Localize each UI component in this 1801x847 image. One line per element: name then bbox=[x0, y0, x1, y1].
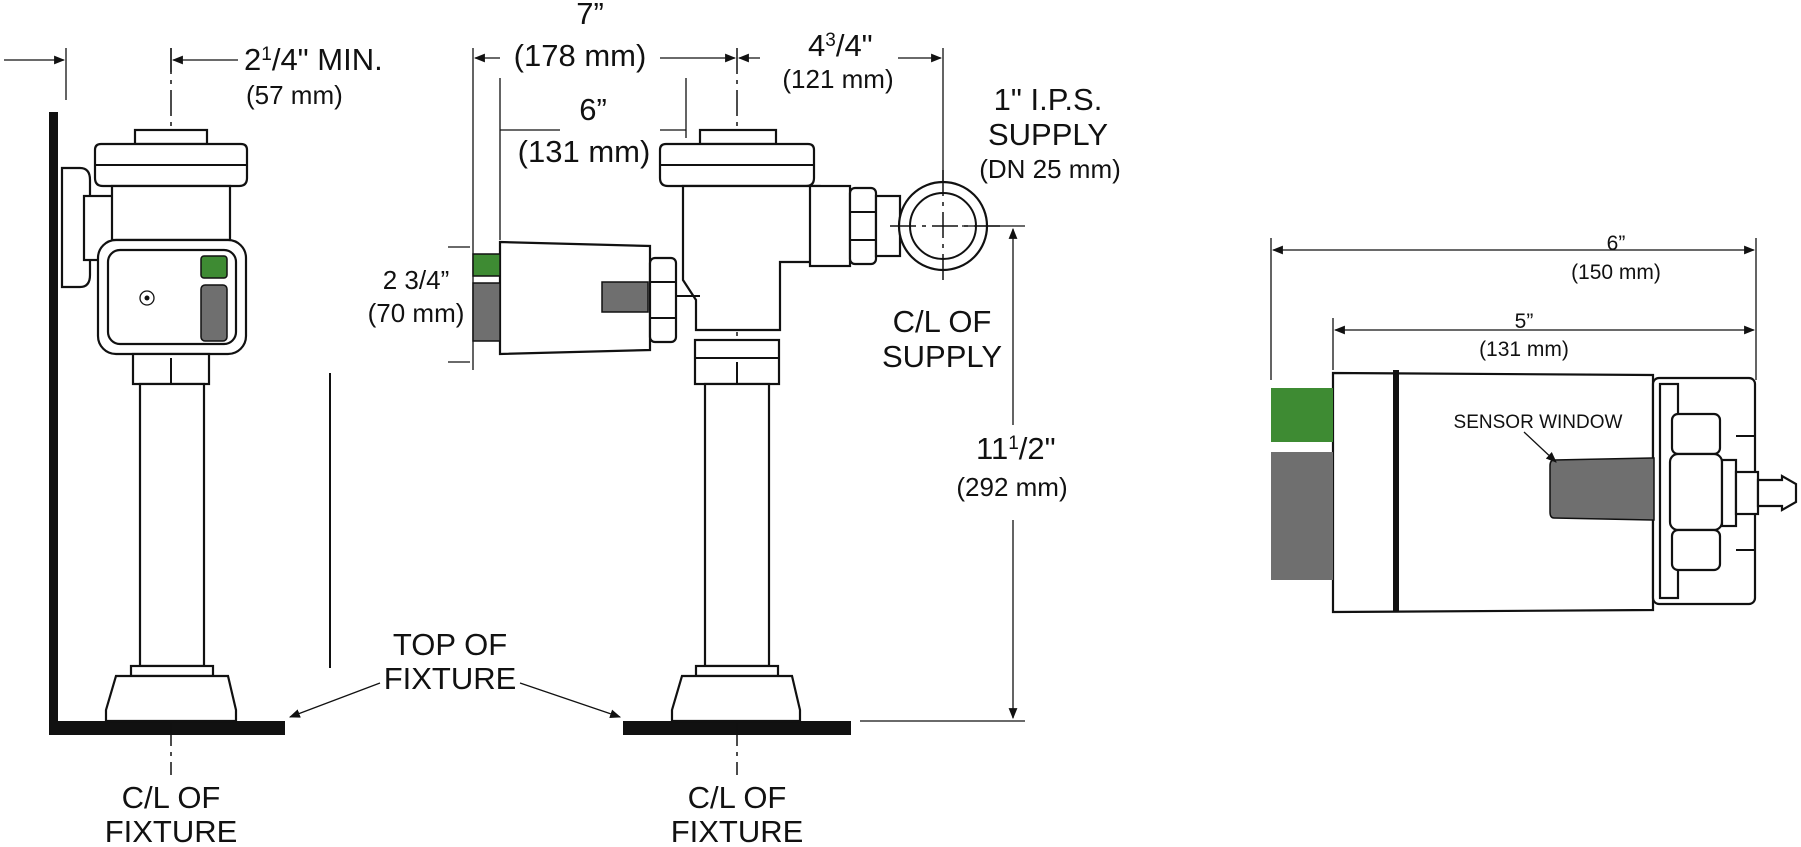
side-fixture-cl-line2: FIXTURE bbox=[105, 814, 238, 847]
detail-sensor-green bbox=[1271, 388, 1333, 442]
detail-overall-dim-metric: (150 mm) bbox=[1571, 261, 1661, 284]
front-fixture-cl-line2: FIXTURE bbox=[671, 814, 804, 847]
rough-in-dim-metric: (292 mm) bbox=[956, 472, 1067, 502]
detail-sensor-gray bbox=[1271, 452, 1333, 580]
wall bbox=[49, 112, 58, 732]
supply-cl-line2: SUPPLY bbox=[882, 339, 1002, 374]
detail-sensor-window bbox=[1549, 457, 1655, 521]
supply-label-line2: SUPPLY bbox=[988, 117, 1108, 152]
front-supply-offset-label: 43/4" bbox=[808, 28, 873, 63]
front-overall-dim-metric: (178 mm) bbox=[514, 38, 647, 73]
front-view bbox=[448, 48, 1025, 775]
front-fixture-cl-line1: C/L OF bbox=[688, 780, 787, 815]
detail-body-dim-metric: (131 mm) bbox=[1479, 338, 1569, 361]
supply-label-line1: 1" I.P.S. bbox=[994, 82, 1103, 117]
front-supply-offset-metric: (121 mm) bbox=[782, 64, 893, 94]
detail-overall-dim-imperial: 6” bbox=[1607, 232, 1626, 255]
side-offset-dim-label: 21/4" MIN. bbox=[244, 42, 383, 77]
floor-left bbox=[49, 721, 285, 735]
sensor-detail bbox=[1270, 238, 1798, 614]
front-sensor-gray bbox=[472, 282, 501, 342]
rough-in-dim-label: 111/2" bbox=[976, 431, 1056, 466]
side-sensor-green bbox=[200, 255, 228, 279]
supply-cl-line1: C/L OF bbox=[893, 304, 992, 339]
sensor-height-imperial: 2 3/4” bbox=[383, 265, 450, 295]
front-body-dim-imperial: 6” bbox=[579, 92, 607, 127]
top-of-fixture-line1: TOP OF bbox=[393, 627, 507, 662]
top-of-fixture-line2: FIXTURE bbox=[384, 661, 517, 696]
front-sensor-window bbox=[601, 281, 649, 313]
side-fixture-cl-line1: C/L OF bbox=[122, 780, 221, 815]
front-overall-dim-imperial: 7” bbox=[576, 0, 604, 31]
front-sensor-green bbox=[472, 253, 501, 277]
sensor-window-label: SENSOR WINDOW bbox=[1454, 412, 1623, 433]
side-offset-dim-metric: (57 mm) bbox=[246, 80, 343, 110]
front-body-dim-metric: (131 mm) bbox=[518, 134, 651, 169]
side-view bbox=[4, 48, 381, 775]
supply-label-line3: (DN 25 mm) bbox=[979, 154, 1121, 184]
detail-body-dim-imperial: 5” bbox=[1515, 310, 1534, 333]
side-sensor-gray bbox=[200, 284, 228, 342]
sensor-height-metric: (70 mm) bbox=[368, 298, 465, 328]
